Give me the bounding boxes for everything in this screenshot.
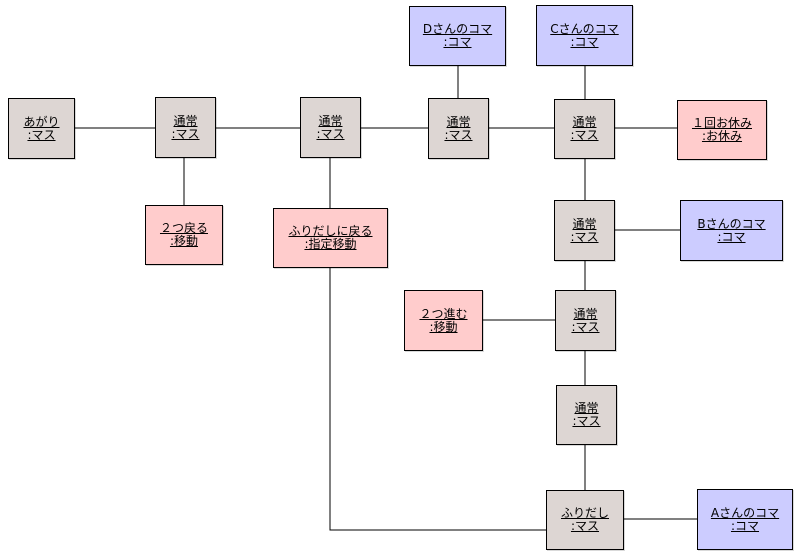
normal-square-7[interactable]: 通常 :マス [556,385,617,445]
node-name: 通常 [573,306,598,321]
piece-a[interactable]: Aさんのコマ :コマ [697,489,793,550]
start-square[interactable]: ふりだし :マス [546,490,624,550]
node-name: 通常 [572,216,597,231]
normal-square-6[interactable]: 通常 :マス [555,290,616,351]
normal-square-3[interactable]: 通常 :マス [428,98,489,159]
node-type: :マス [171,126,200,141]
node-name: 通常 [318,113,343,128]
node-name: ふりだしに戻る [288,224,373,238]
normal-square-1[interactable]: 通常 :マス [155,97,216,158]
back-two-action[interactable]: ２つ戻る :移動 [145,205,223,265]
piece-c[interactable]: Cさんのコマ :コマ [536,5,633,66]
agari-square[interactable]: あがり :マス [8,98,75,159]
node-name: Bさんのコマ [697,216,766,231]
node-name: ２つ戻る [159,221,208,235]
node-type: :コマ [443,35,472,49]
node-type: :マス [570,229,599,244]
node-type: :マス [572,414,601,428]
node-name: １回お休み [691,116,752,130]
node-type: :マス [570,519,600,533]
normal-square-4[interactable]: 通常 :マス [554,99,615,159]
node-type: :移動 [169,234,199,248]
node-name: Aさんのコマ [710,505,780,520]
forward-two-action[interactable]: ２つ進む :移動 [404,290,483,351]
node-name: 通常 [446,114,471,129]
node-type: :お休み [701,129,743,143]
normal-square-2[interactable]: 通常 :マス [300,97,361,158]
node-name: Dさんのコマ [422,22,493,36]
node-type: :マス [316,126,345,141]
node-type: :指定移動 [304,237,357,251]
piece-d[interactable]: Dさんのコマ :コマ [409,6,506,66]
normal-square-5[interactable]: 通常 :マス [554,200,615,261]
link-backstart-furidashi [329,268,546,531]
node-type: :コマ [717,229,746,244]
piece-b[interactable]: Bさんのコマ :コマ [680,200,783,261]
node-type: :マス [444,127,473,142]
node-name: 通常 [173,113,198,128]
node-name: あがり [23,114,60,129]
node-type: :コマ [570,34,599,49]
back-to-start-action[interactable]: ふりだしに戻る :指定移動 [273,208,388,268]
node-name: ふりだし [560,506,609,520]
node-name: 通常 [574,401,599,415]
node-name: 通常 [572,115,597,129]
node-type: :マス [571,319,600,334]
node-type: :マス [570,128,599,142]
node-type: :移動 [429,319,458,334]
rest-one-turn-action[interactable]: １回お休み :お休み [677,100,767,160]
node-name: ２つ進む [419,306,468,321]
node-type: :コマ [730,518,760,533]
node-name: Cさんのコマ [550,21,619,36]
node-type: :マス [27,127,56,142]
